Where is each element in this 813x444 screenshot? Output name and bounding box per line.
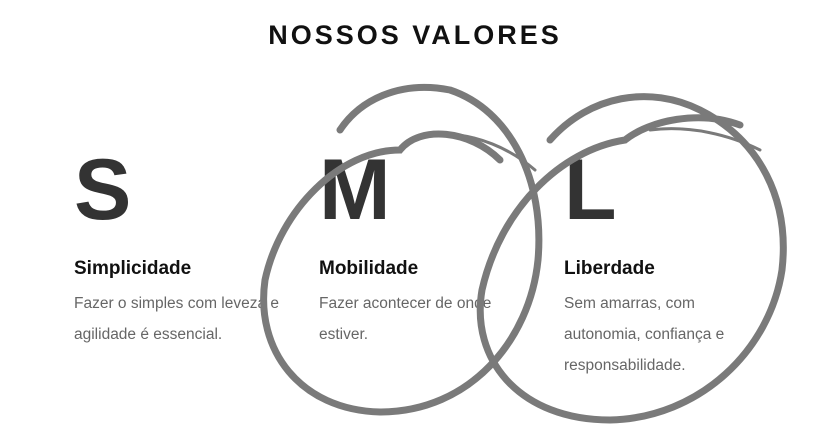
value-heading: Simplicidade [74, 258, 192, 279]
value-description: Fazer acontecer de onde estiver. [319, 295, 492, 343]
value-letter: S [74, 142, 132, 238]
value-letter: L [564, 142, 617, 238]
value-simplicidade: S Simplicidade Fazer o simples com levez… [74, 140, 314, 350]
value-description: Fazer o simples com leveza e agilidade é… [74, 295, 280, 343]
value-description: Sem amarras, com autonomia, confiança e … [564, 295, 725, 374]
value-liberdade: L Liberdade Sem amarras, com autonomia, … [564, 140, 804, 381]
section-title: NOSSOS VALORES [268, 20, 562, 50]
value-heading: Mobilidade [319, 258, 419, 279]
value-heading: Liberdade [564, 258, 655, 279]
value-mobilidade: M Mobilidade Fazer acontecer de onde est… [319, 140, 559, 350]
value-letter: M [319, 142, 391, 238]
